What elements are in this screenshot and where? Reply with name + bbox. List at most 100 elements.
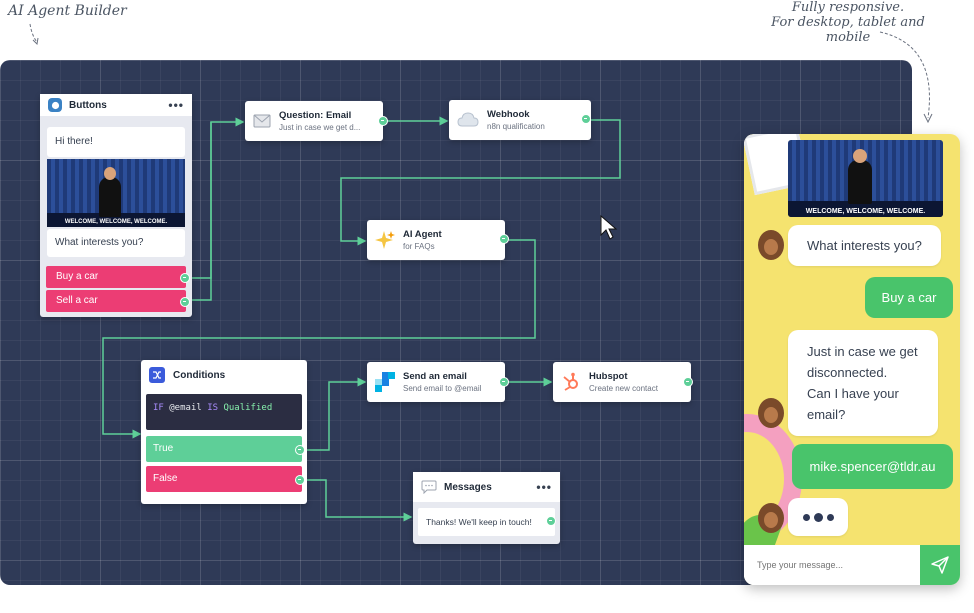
- chat-message-user: mike.spencer@tldr.au: [792, 444, 953, 489]
- left-annotation-arrow: [29, 23, 38, 43]
- condition-true-label: True: [153, 443, 174, 454]
- envelope-icon: [253, 114, 271, 128]
- hubspot-output-handle[interactable]: [683, 377, 693, 387]
- bot-avatar: [758, 503, 784, 533]
- condition-code-block: IF @email IS Qualified: [146, 394, 302, 430]
- webhook-output-handle[interactable]: [581, 114, 591, 124]
- buy-output-handle[interactable]: [180, 273, 190, 283]
- chat-gif-caption: WELCOME, WELCOME, WELCOME.: [805, 208, 926, 215]
- buttons-node-title: Buttons: [69, 99, 107, 111]
- left-annotation-arrowhead: [32, 37, 39, 46]
- responsive-annotation-line1: Fully responsive.: [791, 0, 905, 15]
- bot-line: email?: [807, 407, 846, 422]
- sparkle-icon: [375, 231, 395, 249]
- greeting-bubble: Hi there!: [47, 127, 185, 157]
- bot-avatar: [758, 230, 784, 260]
- question-bubble: What interests you?: [47, 229, 185, 257]
- chat-gif-person: [848, 160, 872, 204]
- webhook-node[interactable]: Webhook n8n qualification: [449, 100, 591, 140]
- cloud-icon: [457, 112, 479, 127]
- chat-bubble-icon: [48, 98, 62, 112]
- condition-true-branch[interactable]: True: [146, 436, 302, 462]
- chat-gif-floor: [788, 201, 943, 217]
- bot-avatar: [758, 398, 784, 428]
- send-email-output-handle[interactable]: [499, 377, 509, 387]
- option-sell-a-car[interactable]: Sell a car: [46, 290, 186, 312]
- gif-caption: WELCOME, WELCOME, WELCOME.: [64, 219, 168, 225]
- code-is: IS: [207, 403, 219, 413]
- messages-output-handle[interactable]: [546, 516, 556, 526]
- ai-agent-subtitle: for FAQs: [403, 242, 435, 251]
- question-email-title: Question: Email: [279, 110, 352, 121]
- chat-message-bot-multiline: Just in case we get disconnected. Can I …: [788, 330, 938, 436]
- send-email-subtitle: Send email to @email: [403, 384, 482, 393]
- hubspot-title: Hubspot: [589, 371, 628, 382]
- gif-person-head: [104, 167, 116, 180]
- false-output-handle[interactable]: [295, 475, 305, 485]
- question-email-output-handle[interactable]: [378, 116, 388, 126]
- responsive-annotation: Fully responsive. For desktop, tablet an…: [748, 0, 948, 45]
- mouse-cursor-icon: [600, 215, 618, 240]
- bot-line: Can I have your: [807, 386, 899, 401]
- sendgrid-icon: [375, 372, 395, 392]
- chat-message-input[interactable]: [744, 545, 920, 585]
- sell-output-handle[interactable]: [180, 297, 190, 307]
- flow-edges: [102, 116, 621, 522]
- hubspot-node[interactable]: Hubspot Create new contact: [553, 362, 693, 402]
- typing-indicator: [788, 498, 848, 536]
- webhook-subtitle: n8n qualification: [487, 122, 545, 131]
- chat-input-bar: [744, 545, 960, 585]
- condition-false-label: False: [153, 473, 178, 484]
- edge-agent-to-conditions: [102, 239, 536, 439]
- chat-message-bot: What interests you?: [788, 225, 941, 266]
- builder-annotation: AI Agent Builder: [8, 3, 127, 19]
- chat-message-user: Buy a car: [865, 277, 953, 318]
- messages-more-icon[interactable]: •••: [536, 480, 552, 494]
- code-var: @email: [169, 403, 202, 413]
- speech-icon: [421, 480, 437, 494]
- messages-node[interactable]: Messages ••• Thanks! We'll keep in touch…: [413, 472, 560, 544]
- buttons-node-more-icon[interactable]: •••: [168, 98, 184, 112]
- webhook-title: Webhook: [487, 109, 530, 120]
- edge-true-to-email: [305, 377, 367, 451]
- bot-line: disconnected.: [807, 365, 888, 380]
- question-email-node[interactable]: Question: Email Just in case we get d...: [245, 101, 388, 141]
- chat-widget: WELCOME, WELCOME, WELCOME. What interest…: [744, 134, 960, 585]
- ai-agent-node[interactable]: AI Agent for FAQs: [367, 220, 509, 260]
- true-output-handle[interactable]: [295, 445, 305, 455]
- gif-stage-floor: [47, 213, 185, 227]
- conditions-node-header[interactable]: Conditions: [141, 360, 307, 390]
- gif-person: [99, 177, 121, 217]
- edge-webhook-to-agent: [340, 119, 621, 246]
- messages-title: Messages: [444, 481, 492, 493]
- code-value: Qualified: [223, 403, 273, 413]
- ai-agent-title: AI Agent: [403, 229, 442, 240]
- right-annotation-arrowhead: [923, 113, 933, 124]
- shuffle-icon: [149, 367, 165, 383]
- condition-false-branch[interactable]: False: [146, 466, 302, 492]
- ai-agent-output-handle[interactable]: [499, 234, 509, 244]
- edge-sell-to-question: [190, 122, 212, 301]
- option-buy-label: Buy a car: [56, 271, 99, 282]
- paper-plane-icon: [931, 556, 949, 574]
- send-email-title: Send an email: [403, 371, 467, 382]
- bot-line: Just in case we get: [807, 344, 918, 359]
- responsive-annotation-line2: For desktop, tablet and mobile: [771, 15, 925, 45]
- edge-false-to-messages: [305, 479, 413, 522]
- conditions-title: Conditions: [173, 369, 226, 381]
- send-email-node[interactable]: Send an email Send email to @email: [367, 362, 509, 402]
- buttons-node-header[interactable]: Buttons •••: [40, 94, 192, 116]
- buttons-node[interactable]: Buttons ••• Hi there! WELCOME, WELCOME, …: [40, 94, 192, 317]
- messages-text: Thanks! We'll keep in touch!: [418, 508, 555, 536]
- greeting-gif: WELCOME, WELCOME, WELCOME.: [47, 159, 185, 227]
- messages-node-header[interactable]: Messages •••: [413, 472, 560, 502]
- hubspot-subtitle: Create new contact: [589, 384, 658, 393]
- conditions-node[interactable]: Conditions IF @email IS Qualified True F…: [141, 360, 307, 504]
- hubspot-icon: [563, 372, 578, 391]
- chat-gif-person-head: [853, 149, 867, 163]
- edge-buy-to-question: [190, 117, 245, 279]
- chat-send-button[interactable]: [920, 545, 960, 585]
- option-buy-a-car[interactable]: Buy a car: [46, 266, 186, 288]
- question-email-subtitle: Just in case we get d...: [279, 123, 361, 132]
- option-sell-label: Sell a car: [56, 295, 98, 306]
